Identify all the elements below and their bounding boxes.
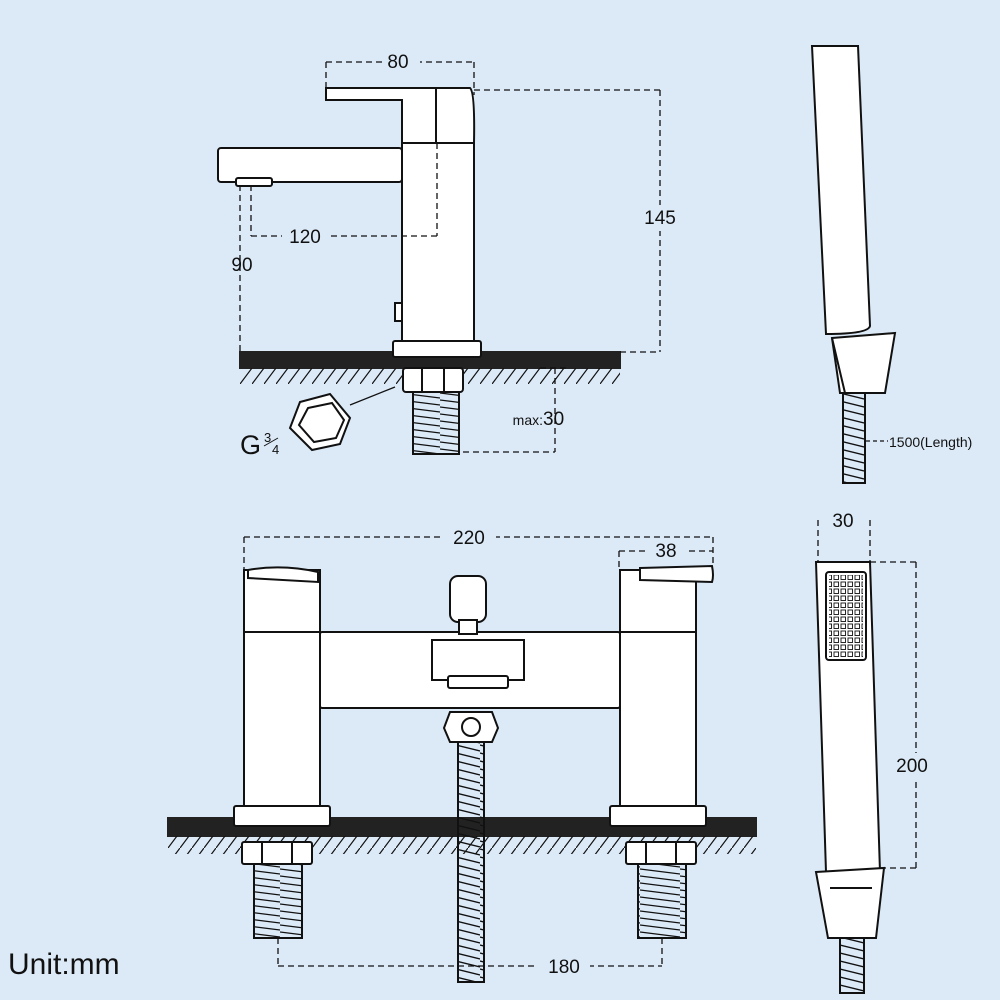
handset-front-view — [814, 561, 886, 994]
left-nut — [241, 841, 313, 865]
right-pillar — [619, 631, 697, 811]
diverter-knob — [449, 575, 487, 623]
right-thread — [637, 863, 687, 939]
basin-tap-side-view — [217, 87, 621, 455]
dim-handle-width: 38 — [655, 541, 676, 562]
left-thread — [253, 863, 303, 939]
diverter-outlet — [447, 675, 509, 689]
handset-front-holder — [814, 866, 886, 939]
hose-side — [842, 392, 866, 484]
right-nut — [625, 841, 697, 865]
dim-total-width: 220 — [453, 528, 485, 549]
dim-spout-clearance: 90 — [231, 255, 252, 276]
dim-head-width: 30 — [832, 511, 853, 532]
handset-side-view — [810, 45, 897, 484]
tap-mounting-nut — [402, 367, 464, 393]
left-pillar-base — [233, 805, 331, 827]
bath-hose — [457, 741, 485, 983]
popup-knob — [394, 302, 403, 322]
tap-spout — [217, 147, 403, 183]
dim-hose-length: 1500(Length) — [889, 434, 972, 450]
tap-lever — [325, 87, 476, 144]
spout-aerator — [235, 177, 273, 187]
right-lever — [639, 564, 714, 584]
left-pillar — [243, 631, 321, 811]
units-label: Unit:mm — [8, 948, 120, 981]
thread-fraction-bar — [263, 437, 279, 447]
dim-hole-centres: 180 — [548, 957, 580, 978]
dim-handset-length: 200 — [896, 756, 928, 777]
tap-body — [401, 142, 475, 344]
dim-lever-length: 80 — [387, 52, 408, 73]
spray-holes — [829, 575, 863, 657]
diverter-stem — [458, 619, 478, 635]
dim-total-height: 145 — [644, 208, 676, 229]
handset-side-body — [810, 45, 872, 336]
thread-letter: G — [240, 430, 261, 460]
bath-filler-front-view — [167, 564, 757, 983]
dim-max-deck-value: 30 — [543, 409, 564, 430]
hex-nut-icon — [288, 386, 396, 452]
tap-thread — [412, 391, 460, 455]
handset-side-holder — [830, 331, 897, 394]
handset-hose-end — [839, 937, 865, 994]
diverter-body — [431, 639, 525, 681]
tap-base-collar — [392, 340, 482, 358]
thread-numerator: 3 — [264, 430, 271, 445]
right-pillar-base — [609, 805, 707, 827]
thread-denominator: 4 — [272, 442, 279, 457]
handset-dimension-lines — [817, 520, 917, 869]
left-lever — [247, 566, 319, 584]
hose-connector — [442, 711, 500, 743]
dim-max-deck-prefix: max: — [513, 412, 543, 428]
dim-spout-reach: 120 — [289, 227, 321, 248]
